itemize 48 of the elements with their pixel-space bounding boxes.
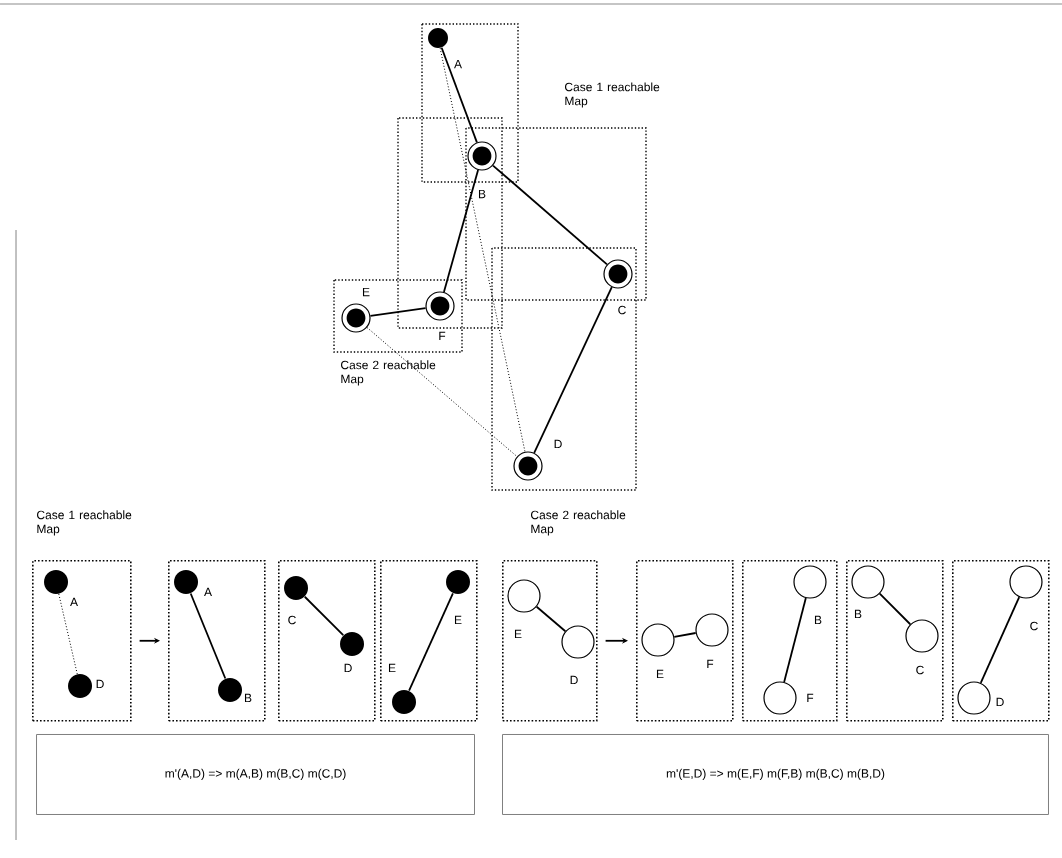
connector-line [440,46,478,144]
filled-dot [446,570,470,594]
connector-line [366,327,518,457]
filled-dot [68,674,92,698]
dotted-panel [846,560,944,722]
filled-dot [284,576,308,600]
arrow [604,637,628,644]
ringed-dot [513,451,543,481]
open-circle [507,579,541,613]
connector-line [535,605,567,633]
open-circle [561,625,595,659]
dotted-panel [502,560,598,722]
filled-dot [218,678,242,702]
connector-line [673,632,697,638]
dotted-panel [32,560,132,722]
dotted-panel [278,560,376,722]
ringed-dot [425,291,455,321]
open-circle [793,565,827,599]
open-circle [641,623,675,657]
connector-line [369,307,427,317]
connector-line [979,596,1021,684]
open-circle [905,619,939,653]
connector-line [783,597,807,683]
ringed-dot [467,141,497,171]
connector-line [492,164,608,266]
dotted-panel [636,560,734,722]
dotted-panel [168,560,266,722]
connector-line [533,286,613,454]
arrow [138,637,160,644]
connector-line [58,593,78,675]
filled-dot [340,632,364,656]
filled-dot [44,570,68,594]
ringed-dot [341,303,371,333]
open-circle [763,681,797,715]
open-circle [1009,565,1043,599]
filled-dot [174,570,198,594]
open-circle [851,565,885,599]
connector-line [439,47,526,453]
dotted-panel [742,560,838,722]
ringed-dot [603,259,633,289]
connector-line [878,592,912,626]
filled-dot [392,690,416,714]
connector-line [443,169,479,293]
open-circle [695,613,729,647]
filled-dot [428,28,448,48]
dotted-panel [380,560,478,722]
open-circle [957,681,991,715]
dotted-panel [952,560,1050,722]
